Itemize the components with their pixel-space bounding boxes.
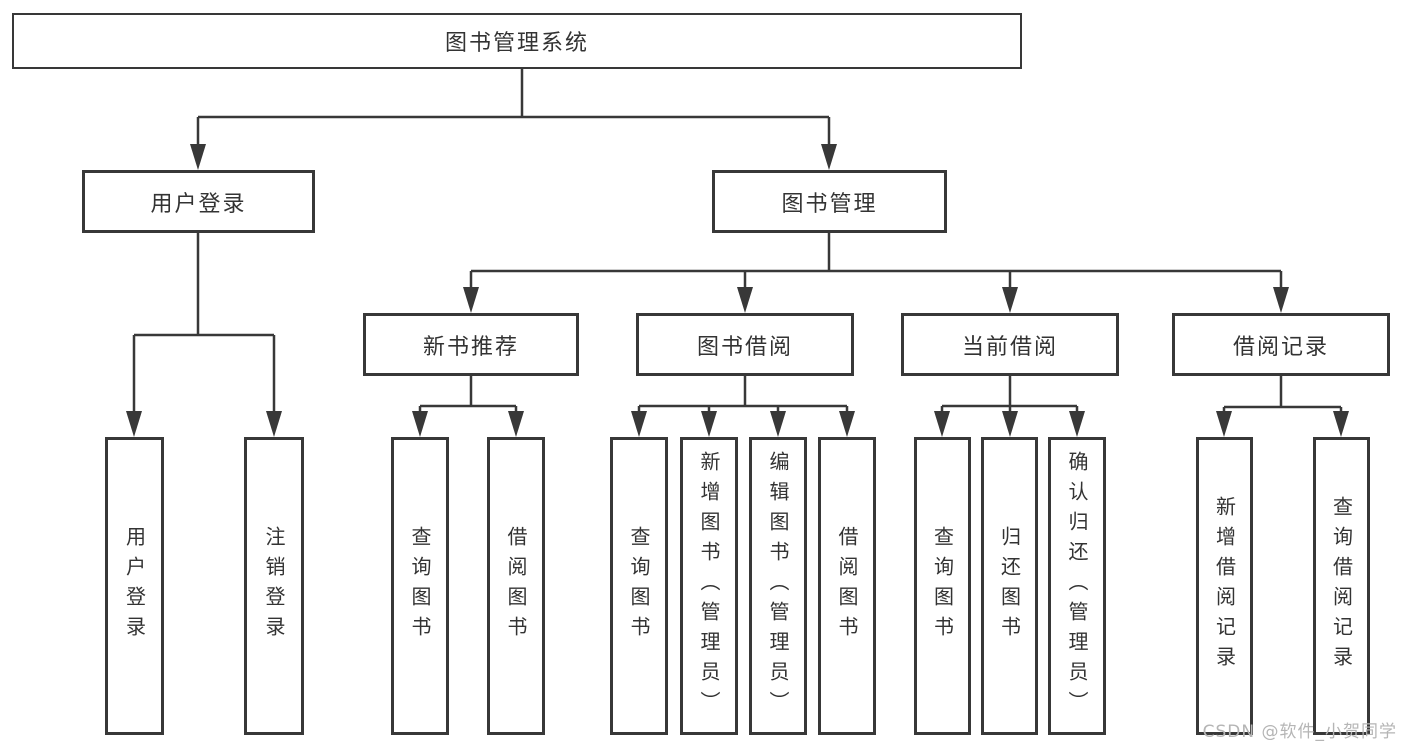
node-label: 查询借阅记录 xyxy=(1329,496,1354,676)
leaf-borrow-books-borrowing: 借阅图书 xyxy=(818,437,876,735)
node-library-system: 图书管理系统 xyxy=(12,13,1022,69)
arrow-down-icon xyxy=(821,144,837,170)
leaf-return-books: 归还图书 xyxy=(981,437,1038,735)
node-user-login: 用户登录 xyxy=(82,170,315,233)
arrow-down-icon xyxy=(1069,411,1085,437)
node-label: 当前借阅 xyxy=(961,334,1058,360)
node-label: 用户登录 xyxy=(150,191,247,217)
tree-edges xyxy=(132,69,1343,413)
node-label: 借阅记录 xyxy=(1232,334,1329,360)
arrow-down-icon xyxy=(1333,411,1349,437)
node-book-borrowing: 图书借阅 xyxy=(636,313,854,376)
node-borrowing-records: 借阅记录 xyxy=(1172,313,1390,376)
node-new-book-recommend: 新书推荐 xyxy=(363,313,579,376)
arrow-down-icon xyxy=(266,411,282,437)
leaf-logout-login: 注销登录 xyxy=(244,437,304,735)
node-book-management: 图书管理 xyxy=(712,170,947,233)
leaf-add-books-admin: 新增图书（管理员） xyxy=(680,437,738,735)
node-label: 查询图书 xyxy=(930,526,955,646)
node-label: 图书借阅 xyxy=(696,334,793,360)
leaf-query-borrow-record: 查询借阅记录 xyxy=(1313,437,1370,735)
leaf-borrow-books-recommend: 借阅图书 xyxy=(487,437,545,735)
arrow-down-icon xyxy=(190,144,206,170)
leaf-user-login: 用户登录 xyxy=(105,437,164,735)
arrow-down-icon xyxy=(934,411,950,437)
arrow-down-icon xyxy=(463,287,479,313)
leaf-query-books-borrowing: 查询图书 xyxy=(610,437,668,735)
node-label: 归还图书 xyxy=(997,526,1022,646)
arrow-down-icon xyxy=(126,411,142,437)
node-label: 注销登录 xyxy=(262,526,286,646)
arrow-down-icon xyxy=(770,411,786,437)
arrowhead-icons xyxy=(126,144,1349,437)
leaf-query-books-recommend: 查询图书 xyxy=(391,437,449,735)
arrow-down-icon xyxy=(1002,287,1018,313)
node-label: 图书管理 xyxy=(781,191,878,217)
arrow-down-icon xyxy=(412,411,428,437)
arrow-down-icon xyxy=(631,411,647,437)
node-label: 查询图书 xyxy=(627,526,651,646)
node-label: 新增图书（管理员） xyxy=(697,451,721,721)
leaf-confirm-return-admin: 确认归还（管理员） xyxy=(1048,437,1106,735)
arrow-down-icon xyxy=(701,411,717,437)
leaf-query-books-current: 查询图书 xyxy=(914,437,971,735)
node-label: 查询图书 xyxy=(408,526,432,646)
leaf-edit-books-admin: 编辑图书（管理员） xyxy=(749,437,807,735)
node-label: 编辑图书（管理员） xyxy=(766,451,790,721)
arrow-down-icon xyxy=(737,287,753,313)
node-label: 新增借阅记录 xyxy=(1212,496,1237,676)
node-label: 新书推荐 xyxy=(422,334,519,360)
arrow-down-icon xyxy=(508,411,524,437)
arrow-down-icon xyxy=(1216,411,1232,437)
node-label: 确认归还（管理员） xyxy=(1065,451,1089,721)
arrow-down-icon xyxy=(839,411,855,437)
node-label: 借阅图书 xyxy=(504,526,528,646)
node-label: 借阅图书 xyxy=(835,526,859,646)
watermark: CSDN @软件_小贺同学 xyxy=(1202,722,1397,742)
arrow-down-icon xyxy=(1273,287,1289,313)
node-label: 用户登录 xyxy=(122,526,147,646)
leaf-add-borrow-record: 新增借阅记录 xyxy=(1196,437,1253,735)
node-current-borrowing: 当前借阅 xyxy=(901,313,1119,376)
arrow-down-icon xyxy=(1002,411,1018,437)
node-label: 图书管理系统 xyxy=(444,31,589,56)
